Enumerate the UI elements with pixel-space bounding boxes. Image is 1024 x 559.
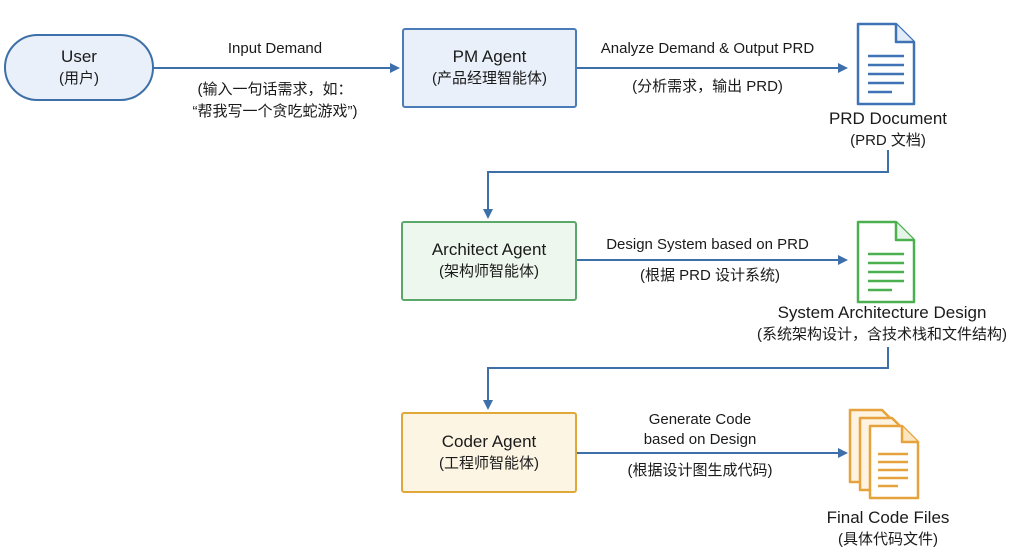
coder-agent-node: Coder Agent (工程师智能体) — [401, 412, 577, 493]
prd-document-title: PRD Document — [828, 109, 948, 128]
stacked-files-icon — [848, 408, 920, 500]
edge-note-generate-code: (根据设计图生成代码) — [627, 462, 773, 479]
coder-agent-title: Coder Agent — [441, 431, 537, 451]
edge-note-input-demand-line2: “帮我写一个贪吃蛇游戏”) — [192, 103, 358, 120]
user-subtitle: (用户) — [59, 69, 99, 87]
architect-agent-title: Architect Agent — [431, 240, 547, 260]
edge-label-design-system: Design System based on PRD — [606, 236, 809, 253]
architecture-document-title: System Architecture Design — [777, 303, 987, 322]
connector-design-to-coder — [483, 347, 889, 410]
user-title: User — [61, 46, 97, 66]
document-icon — [856, 220, 916, 304]
architect-agent-node: Architect Agent (架构师智能体) — [401, 221, 577, 301]
edge-label-generate-code-line2: based on Design — [643, 431, 757, 448]
pm-agent-subtitle: (产品经理智能体) — [432, 70, 547, 88]
code-files-caption: Final Code Files (具体代码文件) — [800, 507, 976, 550]
edge-label-generate-code-line1: Generate Code — [648, 411, 752, 428]
prd-document-subtitle: (PRD 文档) — [850, 131, 926, 149]
user-node: User (用户) — [4, 34, 154, 101]
pm-agent-node: PM Agent (产品经理智能体) — [402, 28, 577, 108]
connector-prd-to-architect — [483, 150, 889, 219]
prd-document-caption: PRD Document (PRD 文档) — [800, 108, 976, 151]
architect-agent-subtitle: (架构师智能体) — [439, 263, 539, 281]
edge-note-input-demand-line1: (输入一句话需求，如： — [197, 81, 353, 98]
architecture-document-caption: System Architecture Design (系统架构设计，含技术栈和… — [742, 302, 1022, 345]
pm-agent-title: PM Agent — [452, 47, 527, 67]
edge-note-design-system: (根据 PRD 设计系统) — [640, 267, 780, 284]
edge-label-analyze-demand: Analyze Demand & Output PRD — [600, 40, 815, 57]
document-icon — [856, 22, 916, 106]
edge-note-analyze-demand: (分析需求，输出 PRD) — [632, 78, 783, 95]
architecture-document-subtitle: (系统架构设计，含技术栈和文件结构) — [757, 325, 1007, 343]
coder-agent-subtitle: (工程师智能体) — [439, 454, 539, 472]
edge-label-input-demand: Input Demand — [227, 40, 323, 57]
code-files-title: Final Code Files — [826, 508, 950, 527]
code-files-subtitle: (具体代码文件) — [838, 530, 938, 548]
